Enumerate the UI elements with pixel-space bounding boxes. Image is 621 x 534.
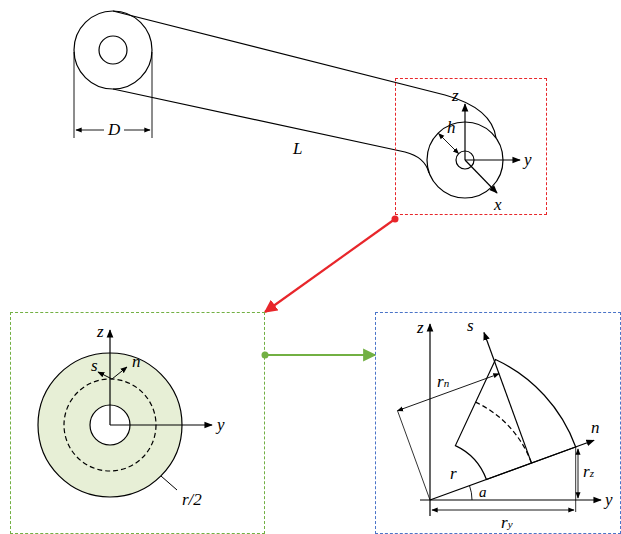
- panel-box: zh y x: [395, 78, 547, 215]
- dimension-line: [398, 374, 500, 411]
- axis-label: n: [591, 419, 600, 436]
- axis-label: n: [132, 353, 141, 370]
- axis-label: z: [417, 319, 424, 336]
- mid-arc: [476, 402, 532, 463]
- dimension-line: [432, 510, 574, 511]
- axis-line: [429, 324, 430, 516]
- axis-line: [464, 104, 465, 160]
- axis-label: h: [447, 119, 456, 136]
- dimension-line: [124, 130, 150, 131]
- axis-line: [420, 499, 601, 500]
- dimension-label: L: [293, 140, 302, 157]
- axis-line: [430, 440, 594, 500]
- axis-label: r/2: [182, 491, 202, 508]
- axis-label: x: [494, 196, 502, 213]
- dimension-line: [76, 130, 104, 131]
- link-end-circle: [74, 11, 152, 89]
- zoom-arrow: [265, 219, 395, 312]
- panel-box: z s rn n r ary rzy: [375, 312, 621, 534]
- extension-line: [74, 52, 75, 138]
- axis-label: y: [217, 416, 225, 433]
- axis-line: [484, 333, 532, 464]
- axis-label: s: [91, 357, 98, 374]
- link-hole: [99, 36, 127, 64]
- axis-line: [98, 372, 112, 379]
- extension-line: [152, 52, 153, 138]
- axis-label: ry: [501, 514, 513, 531]
- axis-line: [112, 367, 127, 379]
- extension-line: [575, 447, 576, 512]
- dimension-label: D: [108, 121, 120, 138]
- axis-label: y: [524, 151, 532, 168]
- axis-line: [110, 424, 212, 425]
- panel-box: zs n y r/2: [10, 312, 265, 534]
- dimension-line: [578, 449, 579, 498]
- axis-label: r: [450, 465, 457, 482]
- axis-label: rn: [437, 373, 449, 390]
- leader-line: [161, 476, 177, 490]
- axis-label: y: [605, 491, 613, 508]
- zoom-arrow: [265, 354, 375, 356]
- dimension-line: [439, 134, 459, 154]
- axis-label: a: [479, 485, 487, 500]
- angle-arc: [470, 486, 473, 500]
- axis-line: [465, 159, 520, 160]
- drawing-part: [38, 11, 601, 516]
- axis-label: rz: [583, 463, 594, 480]
- link-edge: [113, 89, 429, 173]
- axis-label: s: [467, 317, 474, 334]
- axis-label: z: [97, 323, 104, 340]
- extension-line: [398, 411, 431, 500]
- axis-label: z: [452, 87, 459, 104]
- link-edge: [113, 11, 496, 138]
- axis-line: [465, 160, 497, 193]
